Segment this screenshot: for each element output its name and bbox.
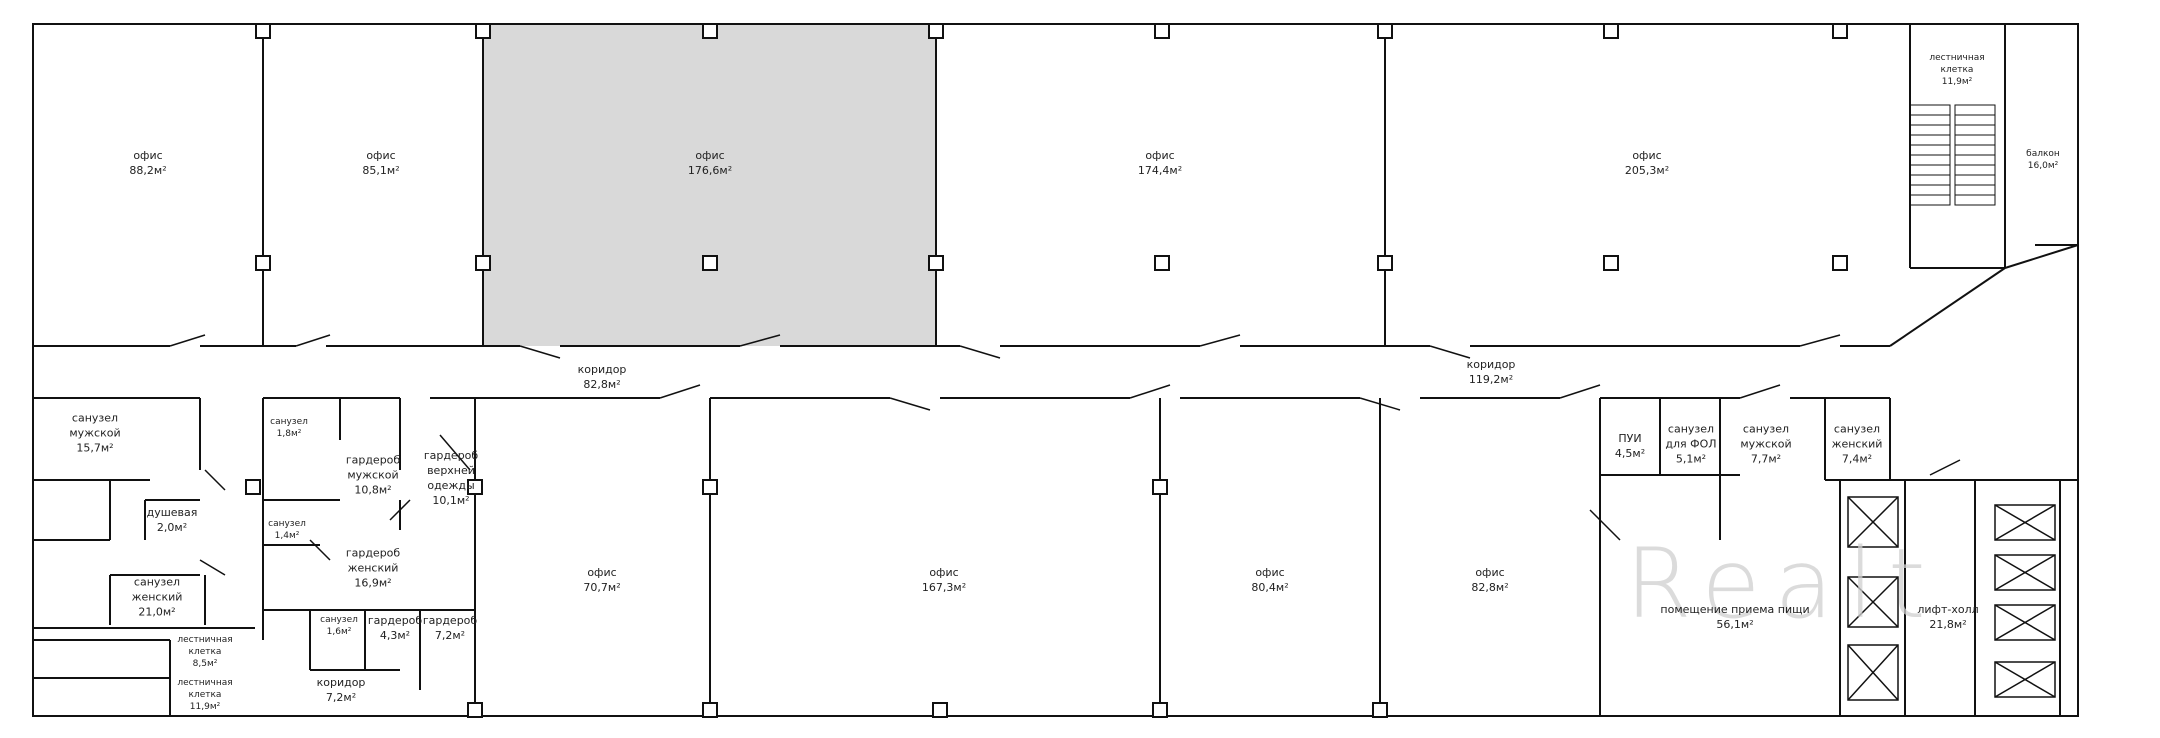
elevators — [1847, 496, 2056, 701]
stairs-upper-right — [1909, 104, 1996, 206]
columns — [245, 23, 1848, 718]
walls — [32, 23, 2079, 717]
watermark: Realt — [1625, 528, 1940, 640]
doors — [169, 334, 1961, 576]
highlighted-office — [483, 24, 936, 346]
